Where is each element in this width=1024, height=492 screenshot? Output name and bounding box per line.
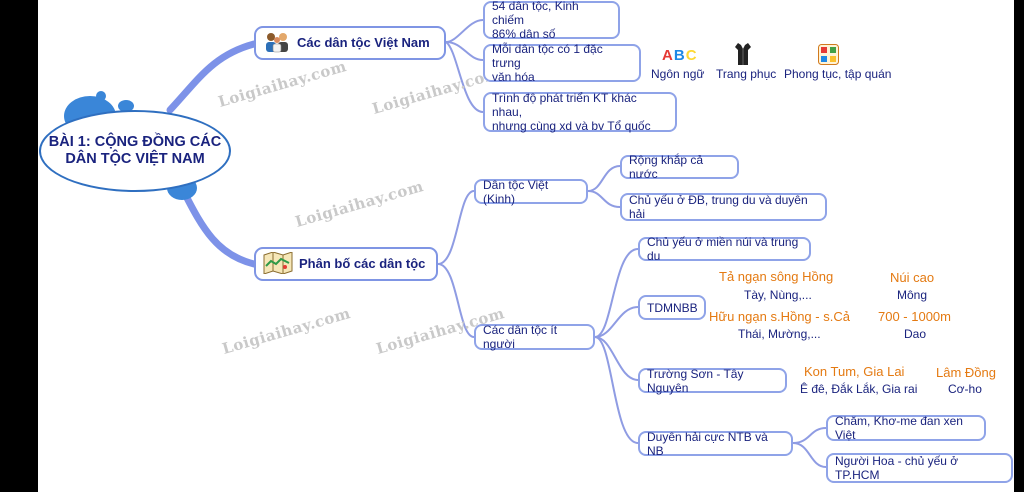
coast-item-1[interactable]: Chăm, Khơ-me đan xen Việt — [826, 414, 986, 442]
decor-bubble — [96, 91, 106, 101]
ethnic-item-3-line2: nhưng cùng xd và bv Tổ quốc — [492, 119, 651, 133]
culture-label-customs: Phong tục, tập quán — [784, 67, 892, 81]
ethnic-item-1-line2: 86% dân số — [492, 27, 556, 41]
customs-icon — [818, 44, 839, 70]
clothing-icon — [735, 43, 751, 70]
tdmnbb-mid-group: Dao — [904, 327, 927, 341]
abc-icon: ABC — [662, 47, 698, 64]
minority-coast-label: Duyên hải cực NTB và NB — [647, 429, 768, 458]
tdmnbb-left-bank: Tả ngạn sông Hồng — [719, 269, 834, 284]
root-title-line2: DÂN TỘC VIỆT NAM — [65, 151, 205, 167]
minority-tdmnbb-label: TDMNBB — [647, 300, 698, 315]
truongson-area2: Lâm Đồng — [936, 365, 996, 380]
viet-item-2-label: Chủ yếu ở ĐB, trung du và duyên hải — [629, 193, 808, 221]
ethnic-item-1-line1: 54 dân tộc, Kinh chiếm — [492, 0, 579, 27]
tdmnbb-high: Núi cao — [890, 270, 935, 285]
ethnic-item-3-line1: Trình độ phát triển KT khác nhau, — [492, 91, 637, 119]
truongson-groups1: Ê đê, Đắk Lắk, Gia rai — [800, 382, 918, 396]
map-icon — [263, 250, 293, 277]
truongson-groups2: Cơ-ho — [948, 382, 982, 396]
ethnic-item-3[interactable]: Trình độ phát triển KT khác nhau,nhưng c… — [483, 91, 677, 133]
subtopic-viet-kinh[interactable]: Dân tộc Việt (Kinh) — [474, 177, 588, 206]
tdmnbb-mid: 700 - 1000m — [878, 309, 951, 324]
culture-label-language: Ngôn ngữ — [651, 67, 705, 81]
topic-distribution-label: Phân bố các dân tộc — [299, 256, 426, 271]
ethnic-item-2-line1: Mỗi dân tộc có 1 đặc trưng — [492, 42, 603, 70]
minority-general-label: Chủ yếu ở miền núi và trung du — [647, 235, 799, 263]
root-title-line1: BÀI 1: CỘNG ĐỒNG CÁC — [48, 134, 222, 150]
ethnic-item-2-line2: văn hóa — [492, 70, 535, 84]
viet-item-1[interactable]: Rộng khắp cả nước — [620, 153, 739, 181]
tdmnbb-left-groups: Tày, Nùng,... — [744, 288, 812, 302]
viet-item-1-label: Rộng khắp cả nước — [629, 153, 704, 181]
connector-lines — [166, 19, 827, 468]
topic-ethnic-groups-label: Các dân tộc Việt Nam — [297, 35, 430, 50]
minority-tdmnbb[interactable]: TDMNBB — [638, 295, 706, 320]
people-icon — [263, 31, 291, 56]
topic-distribution[interactable]: Phân bố các dân tộc — [254, 247, 438, 281]
coast-item-2[interactable]: Người Hoa - chủ yếu ở TP.HCM — [826, 453, 1013, 483]
tdmnbb-right-groups: Thái, Mường,... — [738, 327, 821, 341]
decor-bubble — [118, 100, 134, 112]
tdmnbb-right-bank: Hữu ngạn s.Hồng - s.Cả — [709, 309, 850, 324]
minority-general[interactable]: Chủ yếu ở miền núi và trung du — [638, 235, 811, 263]
root-topic[interactable]: BÀI 1: CỘNG ĐỒNG CÁC DÂN TỘC VIỆT NAM — [39, 110, 231, 192]
culture-label-clothing: Trang phục — [716, 67, 777, 81]
topic-ethnic-groups[interactable]: Các dân tộc Việt Nam — [254, 26, 446, 60]
coast-item-1-label: Chăm, Khơ-me đan xen Việt — [835, 414, 963, 442]
tdmnbb-high-group: Mông — [897, 288, 928, 302]
minority-truongson-label: Trường Sơn - Tây Nguyên — [647, 366, 744, 395]
subtopic-minority[interactable]: Các dân tộc ít người — [474, 323, 595, 351]
coast-item-2-label: Người Hoa - chủ yếu ở TP.HCM — [835, 454, 959, 482]
subtopic-viet-kinh-label: Dân tộc Việt (Kinh) — [483, 177, 549, 206]
minority-truongson[interactable]: Trường Sơn - Tây Nguyên — [638, 366, 787, 395]
subtopic-minority-label: Các dân tộc ít người — [483, 323, 558, 351]
viet-item-2[interactable]: Chủ yếu ở ĐB, trung du và duyên hải — [620, 193, 827, 221]
truongson-area1: Kon Tum, Gia Lai — [804, 364, 905, 379]
mindmap-canvas: Loigiaihay.com Loigiaihay.com Loigiaihay… — [38, 0, 1014, 492]
minority-coast[interactable]: Duyên hải cực NTB và NB — [638, 429, 793, 458]
